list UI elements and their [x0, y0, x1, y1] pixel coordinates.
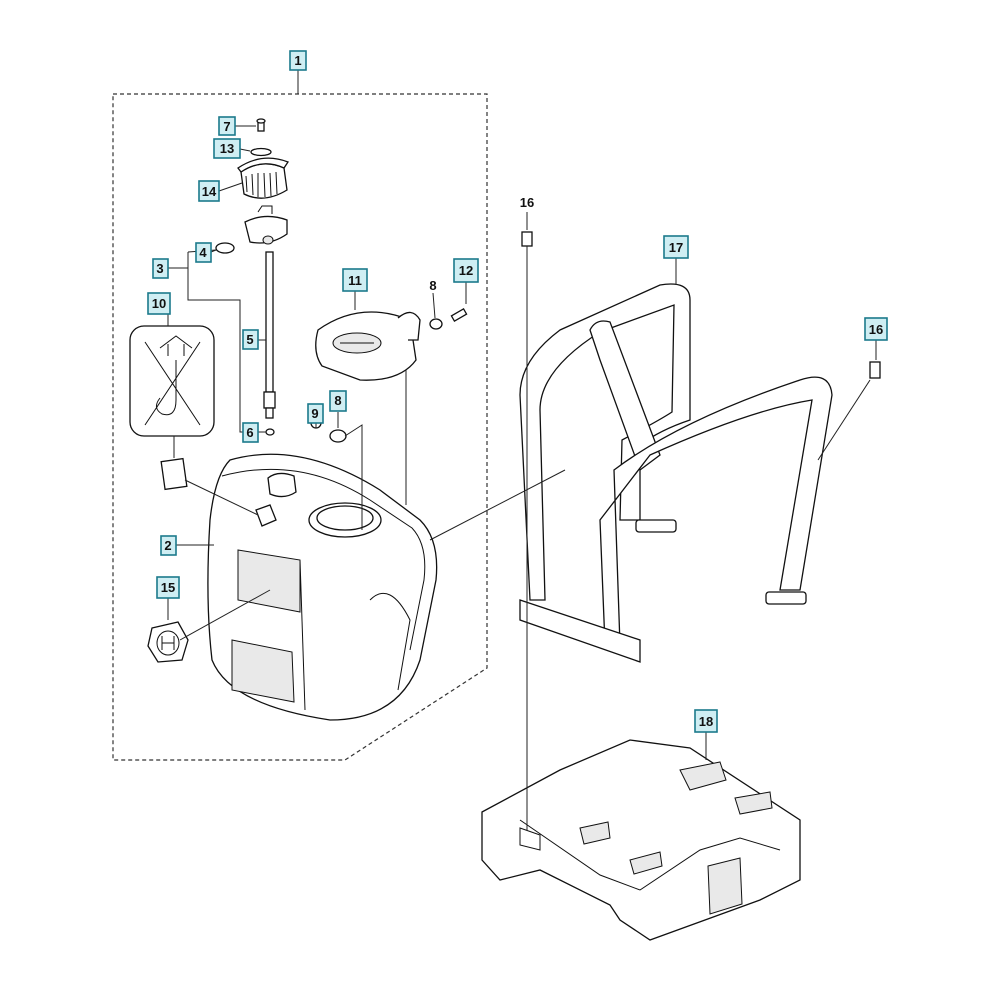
- callout-2: 2: [160, 535, 177, 556]
- svg-text:1: 1: [294, 53, 301, 68]
- tank-cap-part: [237, 157, 289, 199]
- frame-bolt-left-part: [521, 231, 533, 247]
- svg-text:6: 6: [246, 425, 253, 440]
- callout-13: 13: [213, 138, 241, 159]
- callout-1: 1: [289, 50, 307, 71]
- callout-8-top: 8: [429, 278, 436, 293]
- callout-16-left: 16: [520, 195, 534, 210]
- leader-14: [218, 182, 243, 192]
- logo-badge-part: [147, 621, 189, 663]
- leader-decal-tank: [184, 479, 259, 516]
- small-seal-part: [265, 428, 275, 436]
- svg-text:13: 13: [220, 141, 234, 156]
- cap-base-part: [244, 205, 288, 245]
- svg-text:12: 12: [459, 263, 473, 278]
- leader-8a: [432, 292, 436, 319]
- callout-9: 9: [307, 403, 324, 424]
- callout-14: 14: [198, 180, 220, 202]
- small-label-part: [160, 457, 188, 491]
- leader-15b: [179, 589, 271, 641]
- callout-12: 12: [453, 258, 479, 283]
- leader-tank-frame: [429, 469, 566, 541]
- leader-6: [188, 299, 266, 433]
- callout-3: 3: [152, 258, 169, 279]
- svg-text:10: 10: [152, 296, 166, 311]
- svg-text:17: 17: [669, 240, 683, 255]
- washer-8-left-part: [329, 429, 347, 443]
- svg-text:7: 7: [223, 119, 230, 134]
- svg-text:8: 8: [334, 393, 341, 408]
- svg-text:5: 5: [246, 332, 253, 347]
- filter-tube-part: [263, 251, 276, 419]
- base-plate-part: [481, 739, 801, 941]
- svg-text:2: 2: [164, 538, 171, 553]
- callout-5: 5: [242, 329, 259, 350]
- callout-8-left: 8: [329, 390, 347, 412]
- callout-15: 15: [156, 576, 180, 599]
- leader-16b-down: [817, 379, 871, 461]
- bolt-12-part: [450, 308, 468, 322]
- callout-10: 10: [147, 292, 171, 315]
- fuel-tank-part: [207, 453, 438, 721]
- callout-7: 7: [218, 116, 236, 136]
- o-ring-part: [215, 242, 235, 254]
- frame-part: [519, 283, 833, 663]
- leader-13: [239, 148, 251, 152]
- warning-decal-part: [129, 325, 215, 437]
- washer-part: [250, 147, 272, 157]
- leader-8b: [337, 412, 363, 530]
- assembly-boundary: [112, 93, 488, 761]
- callout-18: 18: [694, 709, 718, 733]
- svg-text:16: 16: [869, 322, 883, 337]
- tank-bracket-part: [315, 311, 421, 381]
- svg-text:4: 4: [199, 245, 207, 260]
- callout-17: 17: [663, 235, 689, 259]
- svg-text:14: 14: [202, 184, 217, 199]
- svg-text:3: 3: [156, 261, 163, 276]
- callout-11: 11: [342, 268, 368, 292]
- svg-text:18: 18: [699, 714, 713, 729]
- callout-6: 6: [242, 422, 259, 443]
- washer-8-right-part: [429, 318, 443, 330]
- svg-text:15: 15: [161, 580, 175, 595]
- svg-text:9: 9: [311, 406, 318, 421]
- frame-bolt-right-part: [869, 361, 881, 379]
- svg-text:11: 11: [348, 273, 362, 288]
- screw-part: [256, 118, 266, 132]
- callout-16-right: 16: [864, 317, 888, 341]
- callout-4: 4: [195, 242, 212, 263]
